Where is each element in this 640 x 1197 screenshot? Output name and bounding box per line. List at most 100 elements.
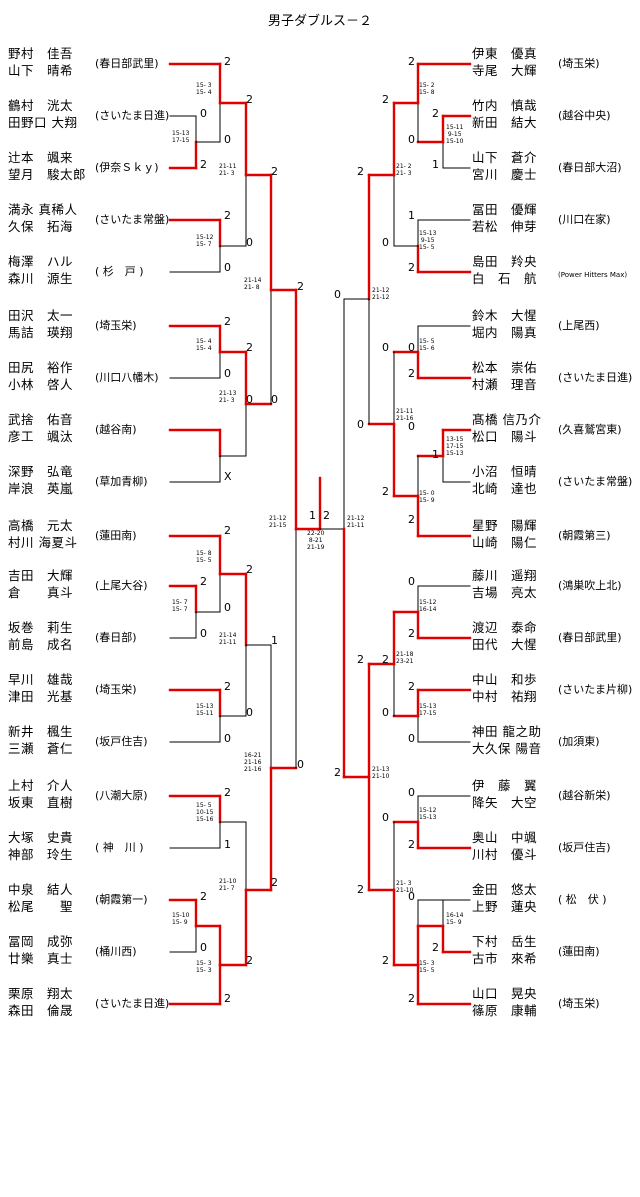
game-score: 21- 3 21-10 bbox=[396, 880, 414, 894]
club-name: (Power Hitters Max) bbox=[558, 271, 628, 279]
match-score: 2 bbox=[408, 55, 415, 68]
club-name: (草加青柳) bbox=[95, 475, 148, 488]
match-score: 2 bbox=[408, 367, 415, 380]
game-score: 15- 2 15- 8 bbox=[419, 82, 435, 96]
match-score: 2 bbox=[408, 838, 415, 851]
club-name: (越谷中央) bbox=[558, 109, 611, 122]
club-name: (蓮田南) bbox=[558, 945, 600, 958]
player-name: 北崎 達也 bbox=[472, 481, 538, 496]
match-score: 0 bbox=[200, 627, 207, 640]
player-name: 渡辺 泰命 bbox=[472, 620, 538, 635]
player-name: 小林 啓人 bbox=[8, 377, 74, 392]
player-name: 下村 岳生 bbox=[472, 934, 538, 949]
club-name: (さいたま片柳) bbox=[558, 683, 633, 696]
game-score: 21-12 21-11 bbox=[347, 515, 365, 529]
game-score: 21-12 21-12 bbox=[372, 287, 390, 301]
player-name: 藤川 遥翔 bbox=[472, 568, 538, 583]
player-name: 白 石 航 bbox=[472, 271, 538, 286]
player-name: 大久保 陽音 bbox=[472, 741, 542, 756]
player-name: 中山 和歩 bbox=[472, 672, 538, 687]
match-score: 0 bbox=[408, 133, 415, 146]
match-score: 0 bbox=[271, 393, 278, 406]
player-name: 吉場 亮太 bbox=[472, 585, 538, 600]
match-score: 0 bbox=[408, 890, 415, 903]
game-score: 15- 5 15- 6 bbox=[419, 338, 435, 352]
match-score: 0 bbox=[224, 367, 231, 380]
player-name: 馬詰 瑛翔 bbox=[8, 325, 74, 340]
player-name: 栗原 翔太 bbox=[8, 986, 74, 1001]
player-name: 降矢 大空 bbox=[472, 795, 538, 810]
player-name: 伊東 優真 bbox=[472, 46, 538, 61]
game-score: 21-14 21- 8 bbox=[244, 277, 262, 291]
match-score: 2 bbox=[224, 55, 231, 68]
game-score: 21- 2 21- 3 bbox=[396, 163, 412, 177]
player-name: 辻本 颯来 bbox=[8, 150, 74, 165]
match-score: 2 bbox=[224, 680, 231, 693]
player-name: 神部 玲生 bbox=[8, 847, 74, 862]
player-name: 田野口 大翔 bbox=[8, 115, 78, 130]
club-name: (さいたま日進) bbox=[95, 109, 170, 122]
player-name: 廿樂 真士 bbox=[8, 951, 74, 966]
match-score: 2 bbox=[224, 786, 231, 799]
player-name: 深野 弘竜 bbox=[8, 464, 74, 479]
player-name: 岸浪 英嵐 bbox=[8, 481, 74, 496]
player-name: 高橋 元太 bbox=[8, 518, 74, 533]
club-name: (坂戸住吉) bbox=[95, 735, 148, 748]
club-name: (川口在家) bbox=[558, 213, 611, 226]
game-score: 21-13 21- 3 bbox=[219, 390, 237, 404]
match-score: 1 bbox=[432, 448, 439, 461]
match-score: 2 bbox=[357, 653, 364, 666]
match-score: 0 bbox=[246, 393, 253, 406]
game-score: 21-10 21- 7 bbox=[219, 878, 237, 892]
player-name: 神田 龍之助 bbox=[472, 724, 542, 739]
match-score: 2 bbox=[382, 485, 389, 498]
game-score: 15-13 17-15 bbox=[172, 130, 190, 144]
match-score: 1 bbox=[432, 158, 439, 171]
player-name: 奥山 中颯 bbox=[472, 830, 538, 845]
game-score: 21-11 21-16 bbox=[396, 408, 414, 422]
game-score: 21-11 21- 3 bbox=[219, 163, 237, 177]
club-name: (越谷南) bbox=[95, 423, 137, 436]
player-name: 松口 陽斗 bbox=[472, 429, 538, 444]
match-score: 0 bbox=[408, 732, 415, 745]
game-score: 16-21 21-16 21-16 bbox=[244, 752, 262, 773]
player-name: 田尻 裕作 bbox=[8, 360, 74, 375]
player-name: 松尾 聖 bbox=[8, 899, 74, 914]
player-name: 島田 羚央 bbox=[472, 254, 538, 269]
player-name: 吉田 大輝 bbox=[8, 568, 74, 583]
club-name: (埼玉栄) bbox=[558, 997, 600, 1010]
game-score: 22-20 8-21 21-19 bbox=[307, 530, 325, 551]
match-score: X bbox=[224, 470, 232, 483]
match-score: 0 bbox=[246, 706, 253, 719]
match-score: 1 bbox=[309, 509, 316, 522]
club-name: (さいたま日進) bbox=[95, 997, 170, 1010]
match-score: 0 bbox=[408, 420, 415, 433]
club-name: (埼玉栄) bbox=[558, 57, 600, 70]
game-score: 15-12 16-14 bbox=[419, 599, 437, 613]
club-name: (越谷新栄) bbox=[558, 789, 611, 802]
match-score: 0 bbox=[382, 236, 389, 249]
player-name: 森田 倫晟 bbox=[8, 1003, 74, 1018]
player-name: 川村 優斗 bbox=[472, 847, 538, 862]
match-score: 2 bbox=[382, 93, 389, 106]
player-name: 倉 真斗 bbox=[8, 585, 74, 600]
player-name: 大塚 史貴 bbox=[8, 830, 74, 845]
match-score: 2 bbox=[323, 509, 330, 522]
player-name: 山下 晴希 bbox=[8, 63, 74, 78]
club-name: (さいたま常盤) bbox=[95, 213, 170, 226]
player-name: 鈴木 大惺 bbox=[472, 308, 538, 323]
game-score: 15-13 9-15 15- 5 bbox=[419, 230, 437, 251]
match-score: 0 bbox=[382, 706, 389, 719]
player-name: 村瀬 理音 bbox=[472, 377, 538, 392]
club-name: (上尾西) bbox=[558, 319, 600, 332]
player-name: 田沢 太一 bbox=[8, 308, 74, 323]
match-score: 2 bbox=[432, 941, 439, 954]
club-name: (さいたま常盤) bbox=[558, 475, 633, 488]
match-score: 2 bbox=[224, 315, 231, 328]
match-score: 2 bbox=[224, 209, 231, 222]
club-name: (春日部武里) bbox=[558, 631, 622, 644]
match-score: 0 bbox=[224, 261, 231, 274]
player-name: 野村 佳吾 bbox=[8, 46, 74, 61]
game-score: 21-13 21-10 bbox=[372, 766, 390, 780]
